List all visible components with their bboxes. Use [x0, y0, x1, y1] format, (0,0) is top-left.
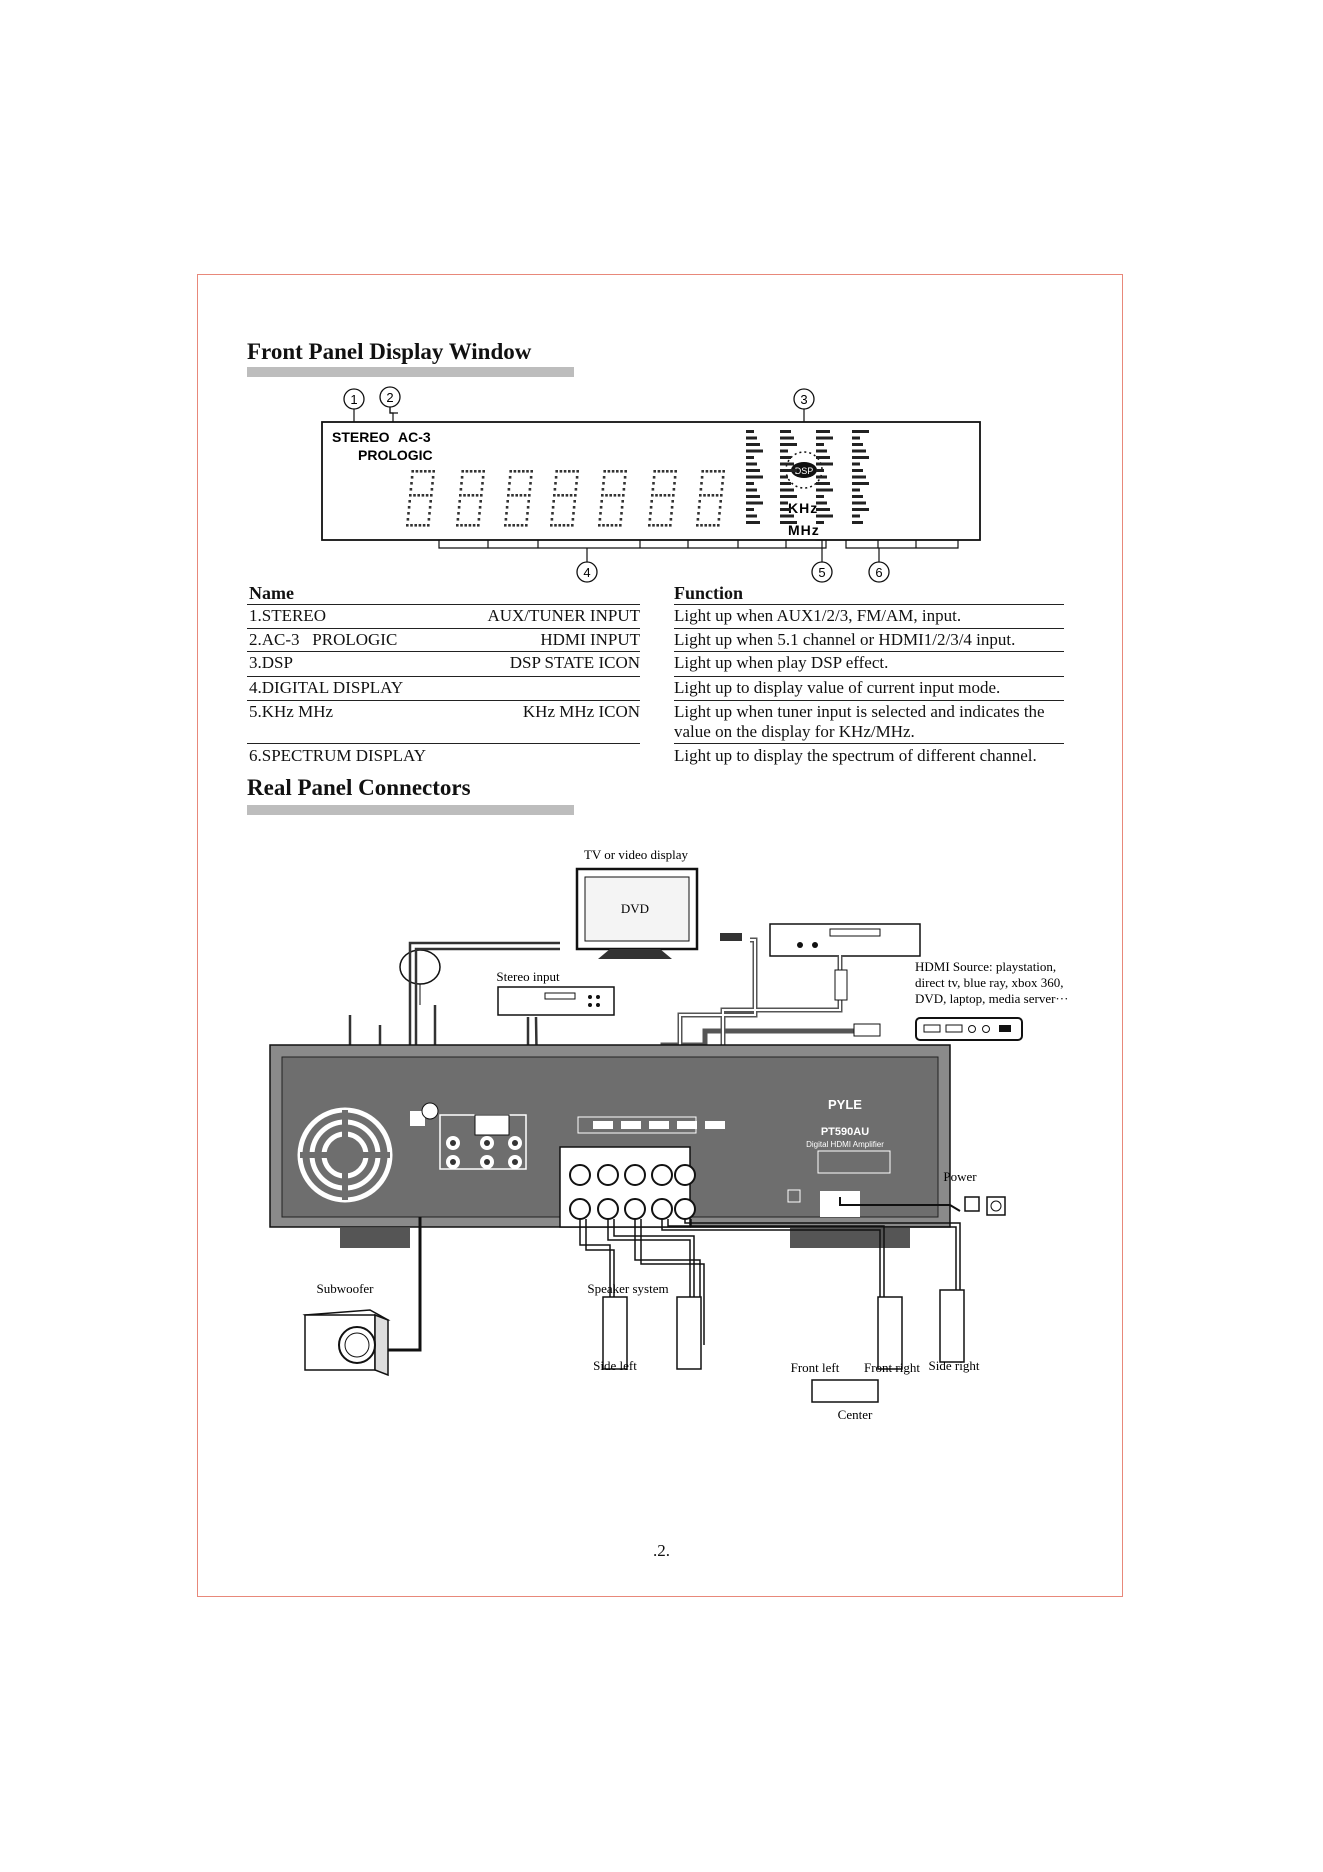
front-left-speaker [676, 1296, 702, 1370]
front-right-speaker [877, 1296, 903, 1370]
stereo-indicator: STEREO [332, 429, 390, 445]
row-2-name: 2.AC-3 PROLOGIC [249, 630, 398, 649]
table-rule [247, 651, 640, 652]
rear-panel-connection-diagram: TV or video display DVD HDMI Source: pla… [269, 847, 1068, 1422]
table-rule [674, 651, 1064, 652]
heading-underline-bar [247, 805, 574, 815]
ac3-indicator: AC-3 [398, 429, 431, 445]
row-2-type: HDMI INPUT [540, 630, 640, 649]
hdmi-source-text-3: DVD, laptop, media server··· [915, 991, 1068, 1006]
row-4-name: 4.DIGITAL DISPLAY [249, 678, 404, 697]
segment-digit [504, 470, 533, 527]
fm-antenna [399, 949, 441, 985]
row-5-function-line1: Light up when tuner input is selected an… [674, 702, 1045, 721]
stereo-input-device [497, 986, 615, 1016]
side-right-speaker [939, 1289, 965, 1363]
table-rule [674, 604, 1064, 605]
row-4-function: Light up to display value of current inp… [674, 678, 1001, 697]
model-subtitle: Digital HDMI Amplifier [806, 1140, 884, 1149]
page-border [197, 274, 1123, 1597]
row-5-function-line2: value on the display for KHz/MHz. [674, 722, 915, 741]
function-column-header: Function [674, 583, 744, 603]
row-1-type: AUX/TUNER INPUT [487, 606, 640, 625]
table-rule [247, 700, 640, 701]
callout-3-label: 3 [800, 392, 807, 407]
side-right-label: Side right [929, 1358, 980, 1373]
table-rule [674, 743, 1064, 744]
stereo-input-label: Stereo input [496, 969, 560, 984]
power-label: Power [943, 1169, 977, 1184]
callout-2-label: 2 [386, 390, 393, 405]
mhz-indicator: MHz [788, 522, 820, 538]
table-rule [674, 700, 1064, 701]
heading-underline-bar [247, 367, 574, 377]
spectrum-bar [816, 430, 833, 524]
row-3-name: 3.DSP [249, 653, 293, 672]
side-left-speaker [602, 1296, 628, 1370]
row-1-name: 1.STEREO [249, 606, 326, 625]
segment-digit [456, 470, 485, 527]
spectrum-bar [746, 430, 763, 524]
row-3-function: Light up when play DSP effect. [674, 653, 889, 672]
brand-logo: PYLE [828, 1097, 862, 1112]
segment-digit [406, 470, 435, 527]
callout-6-label: 6 [875, 565, 882, 580]
table-rule [674, 628, 1064, 629]
row-6-function: Light up to display the spectrum of diff… [674, 746, 1037, 765]
dsp-icon: DSP [795, 466, 814, 476]
digital-display-digits [406, 470, 725, 527]
spectrum-bar [852, 430, 869, 524]
subwoofer-label: Subwoofer [316, 1281, 374, 1296]
side-left-label: Side left [593, 1358, 637, 1373]
row-5-name: 5.KHz MHz [249, 702, 334, 721]
center-speaker [811, 1379, 879, 1403]
table-rule [247, 628, 640, 629]
prologic-indicator: PROLOGIC [358, 447, 433, 463]
section-heading-rear-panel: Real Panel Connectors [247, 775, 471, 800]
hdmi-source-text-2: direct tv, blue ray, xbox 360, [915, 975, 1064, 990]
segment-digit [550, 470, 579, 527]
name-column-header: Name [249, 583, 294, 603]
front-panel-display-diagram: 1 2 3 4 5 6 STEREO AC-3 PROLOGIC [321, 386, 981, 583]
callout-5-label: 5 [818, 565, 825, 580]
speaker-system-label: Speaker system [587, 1281, 668, 1296]
power-outlet [986, 1196, 1006, 1216]
row-6-name: 6.SPECTRUM DISPLAY [249, 746, 426, 765]
page-number: .2. [653, 1541, 670, 1560]
front-left-label: Front left [791, 1360, 840, 1375]
callout-4-label: 4 [583, 565, 590, 580]
center-label: Center [838, 1407, 873, 1422]
spectrum-display [746, 430, 869, 524]
table-rule [247, 676, 640, 677]
segment-digit [648, 470, 677, 527]
khz-indicator: KHz [788, 500, 818, 516]
dvd-label: DVD [621, 901, 649, 916]
row-1-function: Light up when AUX1/2/3, FM/AM, input. [674, 606, 962, 625]
callout-1-label: 1 [350, 392, 357, 407]
row-5-type: KHz MHz ICON [522, 702, 640, 721]
segment-digit [598, 470, 627, 527]
row-3-type: DSP STATE ICON [509, 653, 640, 672]
section-heading-front-panel: Front Panel Display Window [247, 339, 532, 364]
segment-digit [696, 470, 725, 527]
row-2-function: Light up when 5.1 channel or HDMI1/2/3/4… [674, 630, 1016, 649]
table-rule [674, 676, 1064, 677]
tv-label: TV or video display [584, 847, 689, 862]
table-rule [247, 743, 640, 744]
hdmi-source-text-1: HDMI Source: playstation, [915, 959, 1056, 974]
spectrum-bar [780, 430, 797, 524]
table-rule [247, 604, 640, 605]
front-right-label: Front right [864, 1360, 920, 1375]
model-label: PT590AU [821, 1126, 869, 1138]
